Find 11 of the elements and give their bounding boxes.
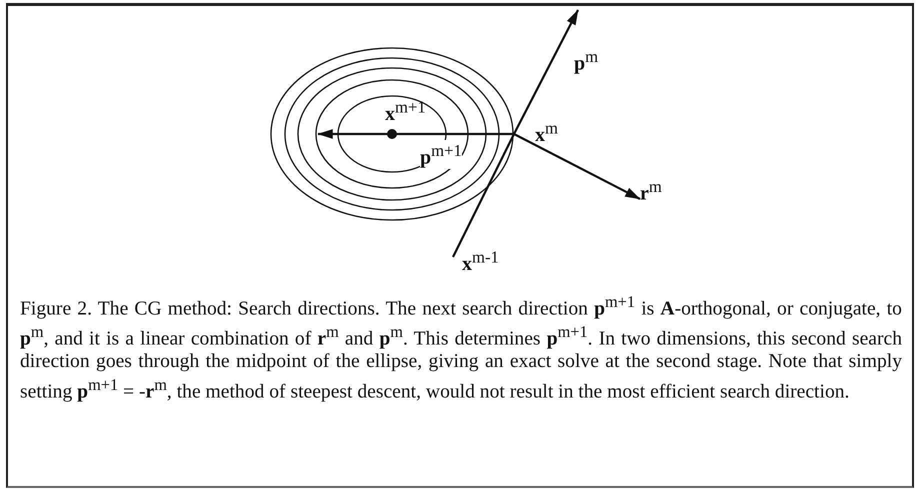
edge-label: p$^{m+1}$ xyxy=(420,140,462,169)
edge-label: p$^{m}$ xyxy=(574,46,598,75)
edge-label: r$^{m}$ xyxy=(640,176,662,205)
point-label: x$^{m-1}$ xyxy=(462,246,499,275)
arrow xyxy=(514,133,641,200)
point-label: x$^{m}$ xyxy=(535,117,558,146)
line xyxy=(452,134,515,258)
arrow xyxy=(317,129,514,139)
caption: Figure 2. The CG method: Search directions. The next search direction p$^{m+1}$ is A-orthogonal, or conjugate, to p$^{m}$, and it is a linear combination of r$^{m}$ and p$^{m}$. This determines p$^{m+1}$. In two dimensions, this second search direction goes through the midpoint of the ellipse, giving an exact solve at the second stage. Note that simply setting p$^{m+1}$ = -r$^{m}$, the method of steepest descent, would not result in the most efficient search direction. xyxy=(20,291,902,404)
arrow xyxy=(513,9,579,134)
point-label: x$^{m+1}$ xyxy=(385,96,426,125)
